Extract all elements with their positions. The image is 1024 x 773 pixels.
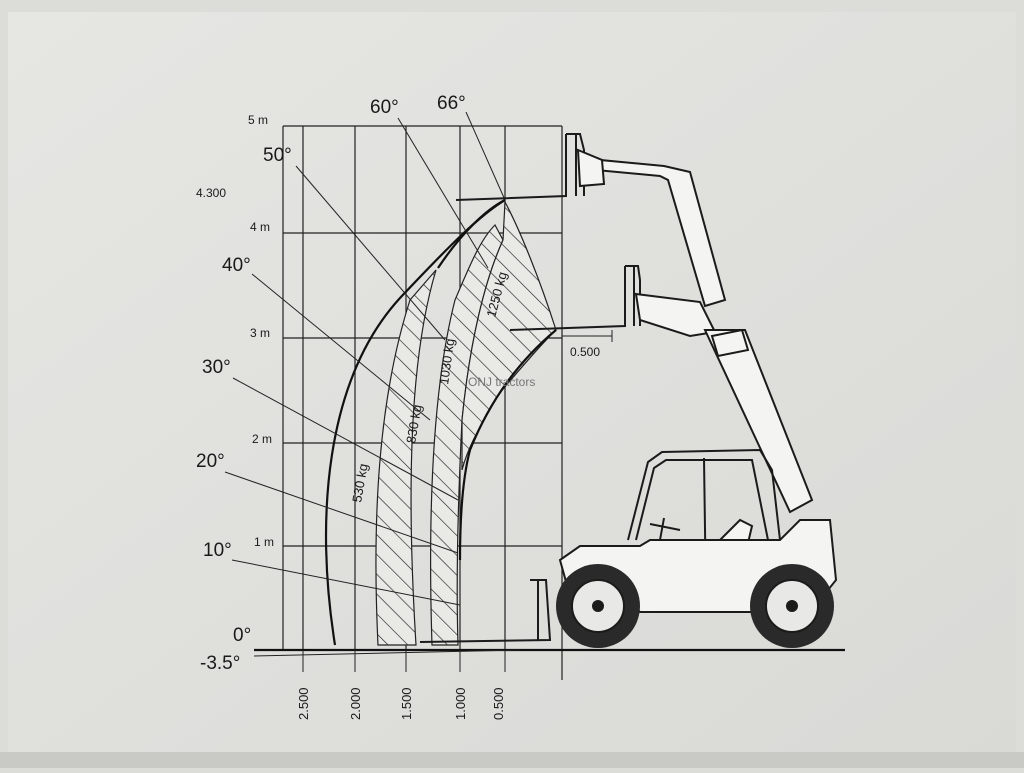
height-label-2m: 2 m [252,432,272,446]
angle-label-20: 20° [196,451,225,472]
load-zones [324,199,557,646]
fork-offset-dimension: 0.500 [562,330,613,359]
fork-offset-label: 0.500 [570,345,600,359]
reach-label-0500: 0.500 [491,687,506,720]
reach-label-1000: 1.000 [453,687,468,720]
reach-label-2000: 2.000 [348,687,363,720]
reach-label-2500: 2.500 [296,687,311,720]
angle-label-60: 60° [370,97,399,118]
load-label-1030: 1030 kg [436,338,457,386]
height-label-3m: 3 m [250,326,270,340]
height-label-1m: 1 m [254,535,274,549]
max-height-label: 4.300 [196,186,226,200]
load-label-530: 530 kg [349,462,371,503]
height-label-4m: 4 m [250,220,270,234]
paper-sheet [8,12,1016,760]
angle-label-30: 30° [202,357,231,378]
zone-830-band [375,269,437,646]
angle-label-40: 40° [222,255,251,276]
front-carriage [419,579,552,643]
load-zone-labels: 530 kg 830 kg 1030 kg 1250 kg [349,270,510,503]
angle-label-50: 50° [263,145,292,166]
watermark: ONJ tractors [468,375,535,389]
angle-label-0: 0° [233,625,251,646]
load-label-830: 830 kg [403,403,425,444]
x-axis-ticks [302,650,506,672]
cab-frame [627,448,781,541]
height-label-5m: 5 m [248,113,268,127]
height-labels: 5 m 4 m 3 m 2 m 1 m 4.300 [196,113,274,549]
telehandler-machine [419,133,838,648]
angle-lines [224,111,506,606]
reach-label-1500: 1.500 [399,687,414,720]
angle-label-66: 66° [437,93,466,114]
angle-labels: 60° 66° 50° 40° 30° 20° 10° 0° -3.5° [196,93,466,674]
paper-bottom-edge [0,752,1024,768]
angle-label-minus-3-5: -3.5° [200,653,240,674]
angle-label-10: 10° [203,540,232,561]
boom-upper [594,158,727,308]
reach-labels: 2.500 2.000 1.500 1.000 0.500 [296,687,506,720]
